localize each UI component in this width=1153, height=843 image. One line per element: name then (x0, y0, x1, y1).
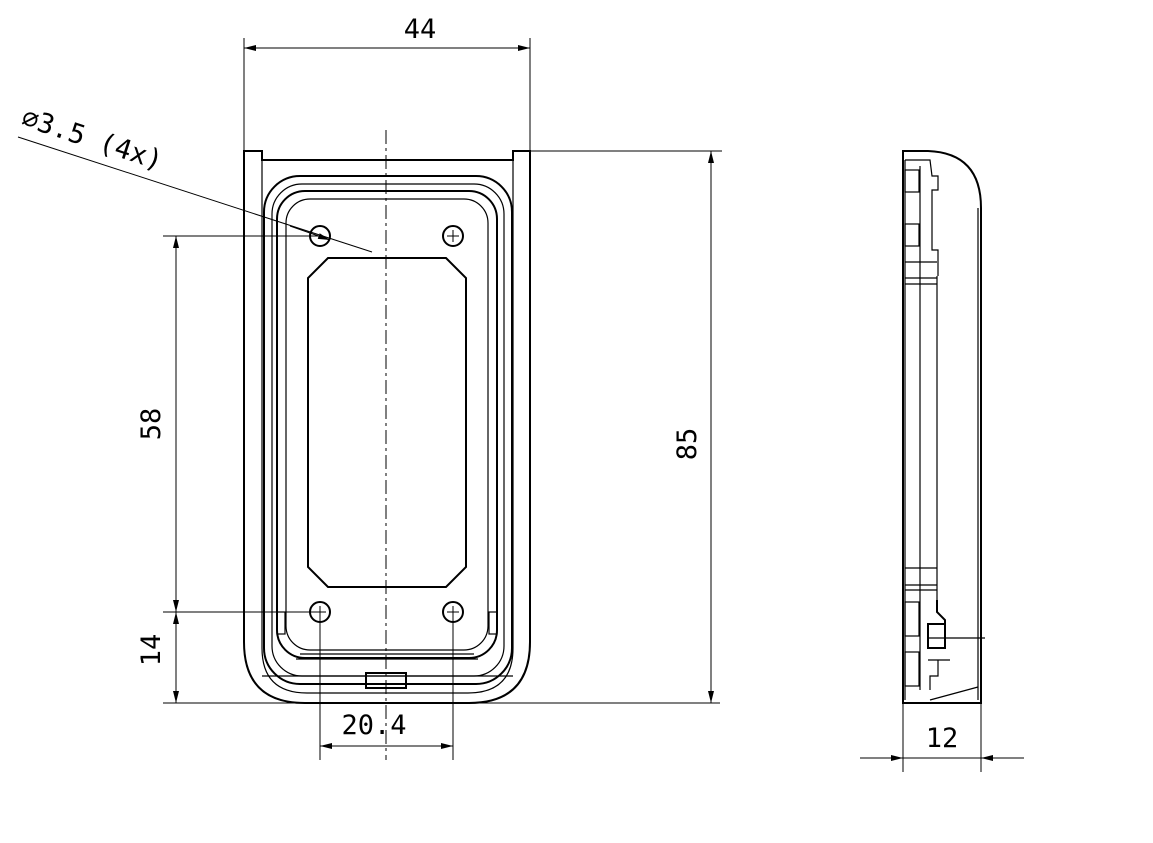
front-view (243, 130, 531, 760)
dim-hole-diameter: ∅3.5 (4x) (18, 102, 167, 177)
dim-hole-vertical-spacing: 58 (136, 408, 167, 441)
side-view (902, 150, 985, 704)
dim-hole-offset-bottom: 14 (136, 634, 167, 667)
dim-depth: 12 (926, 723, 959, 754)
front-label-window (307, 257, 467, 588)
front-right-tab (488, 611, 498, 635)
front-left-tab (276, 611, 286, 635)
hole-top-right (442, 225, 464, 247)
side-clip-bottom-2 (904, 651, 920, 687)
dim-hole-horizontal-spacing: 20.4 (341, 710, 406, 741)
side-bottom-chamfer (929, 686, 979, 701)
dim-leader-hole (17, 136, 373, 253)
side-clip-bottom-1 (904, 601, 920, 637)
dim-overall-height: 85 (672, 428, 703, 461)
side-clip-top-1 (904, 169, 920, 193)
dimension-lines: 44 ∅3.5 (4x) 58 14 85 20.4 12 (18, 14, 1024, 772)
front-collar (263, 175, 513, 685)
front-inner-shell (261, 160, 514, 694)
front-plate-inner (285, 198, 489, 651)
side-outer-outline (902, 150, 982, 704)
side-clip-top-2 (904, 223, 920, 247)
front-outer-outline (243, 150, 531, 704)
dim-overall-width: 44 (404, 14, 437, 45)
side-upper-profile (905, 159, 939, 276)
side-lower-step (927, 600, 946, 649)
front-plate (276, 190, 498, 659)
